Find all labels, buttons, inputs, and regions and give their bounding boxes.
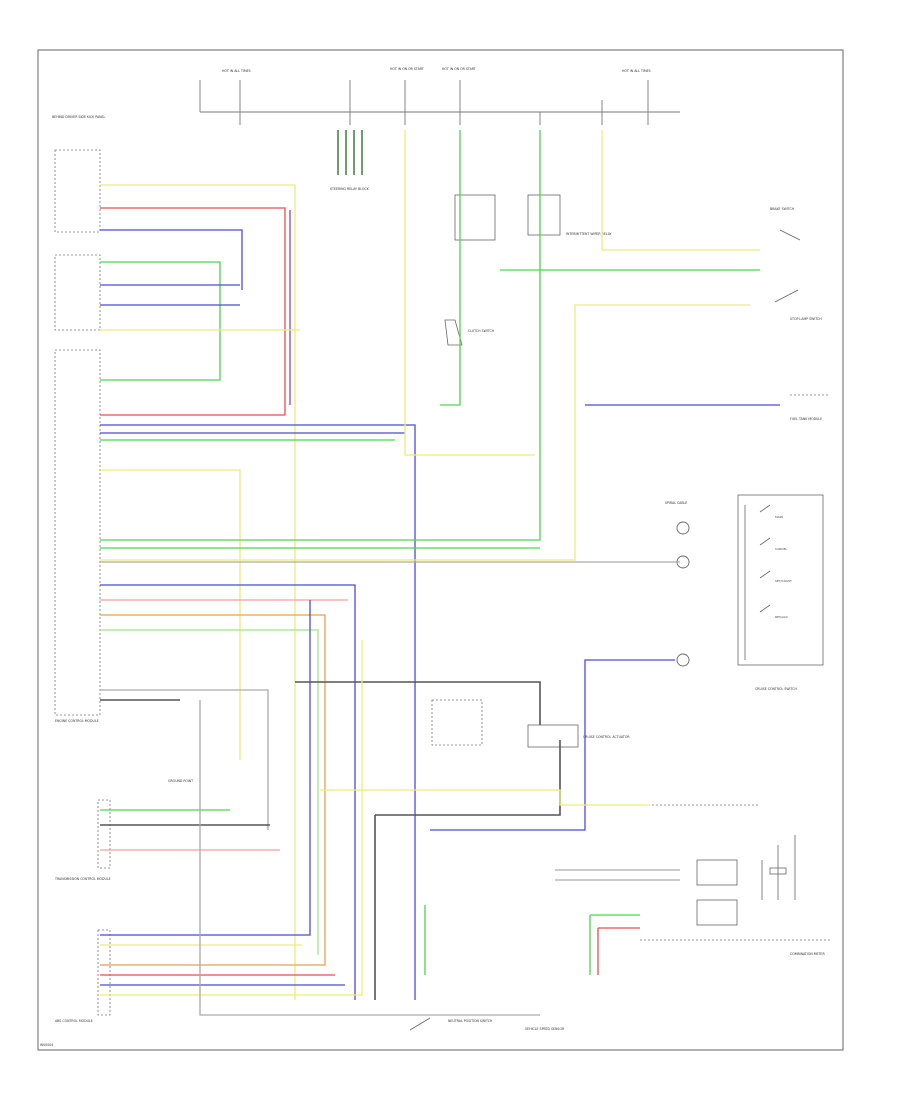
wire-light_green-20 [100,629,319,955]
label-tcm: TRANSMISSION CONTROL MODULE [54,877,111,881]
label-neutral-switch: NEUTRAL POSITION SWITCH [448,1019,493,1023]
wire-yellow-0 [100,184,296,1000]
label-driver-side-relay: BEHIND DRIVER SIDE KICK PANEL [52,115,106,119]
label-spiral-cable: SPIRAL CABLE [665,501,687,505]
label-hot-on-2: HOT IN ON OR START [442,67,476,71]
clutch-switch-symbol [444,319,463,346]
meter-gauge-symbols [761,835,796,900]
diagram-frame [37,49,844,1051]
wire-yellow-15 [100,304,750,561]
label-ecm: ENGINE CONTROL MODULE [55,719,99,723]
actuator-dash-box [431,699,483,746]
wire-orange-19 [100,614,326,966]
neutral-switch-contact [409,1017,431,1031]
footer-code: W00004 [40,1043,53,1047]
cruise-switch-contacts [744,504,771,660]
label-clutch-switch: CLUTCH SWITCH [468,329,495,333]
wire-yellow-11 [404,130,535,456]
intermittent-relay-box [527,194,561,236]
label-stop-lamp-switch: STOP LAMP SWITCH [790,317,822,321]
label-hot-all-times-right: HOT IN ALL TIMES [622,69,651,73]
wire-red-42 [597,927,640,975]
label-main: MAIN [775,515,783,519]
steering-relay-fuses [337,130,363,175]
relay-box-mid [54,254,101,331]
label-fuel-tank: FUEL TANK MODULE [790,417,822,421]
cruise-control-switch-box [737,494,824,666]
engine-control-module-box [54,349,101,716]
power-bus [199,80,680,125]
wire-green-4 [100,261,221,381]
wire-yellow-34 [601,130,760,251]
abs-control-box [97,929,111,1016]
label-hot-all-times-left: HOT IN ALL TIMES [222,69,251,73]
label-combination-meter: COMBINATION METER [790,952,825,956]
meter-box-1 [696,859,738,886]
label-cancel: CANCEL [775,547,787,551]
label-ground-point: GROUND POINT [168,779,193,783]
relay-box-top [54,149,101,233]
wire-blue-8 [100,424,416,1000]
wire-blue-17 [100,584,356,1000]
relay-center-box [454,194,496,241]
label-abs: ABS CONTROL MODULE [55,1019,93,1023]
wire-yellow-38 [320,789,650,806]
label-intermittent-relay: INTERMITTENT WIPER RELAY [566,232,612,236]
label-cruise-actuator: CRUISE CONTROL ACTUATOR [583,735,630,739]
wire-green-13 [100,130,541,541]
label-vss: VEHICLE SPEED SENSOR [525,1027,565,1031]
wire-blue-27 [100,600,311,936]
label-steering-relay: STEERING RELAY BLOCK [330,187,370,191]
wire-yellow-31 [100,640,363,996]
wire-red-1 [100,207,286,416]
label-hot-on-1: HOT IN ON OR START [390,67,424,71]
brake-switch-contact [779,229,801,241]
wire-black-21 [295,681,541,725]
wire-gray-23 [100,689,269,830]
label-cruise-switch: CRUISE CONTROL SWITCH [755,687,797,691]
cruise-actuator-box [527,724,579,748]
wire-blue-37 [430,659,675,831]
wire-blue-3 [100,229,243,290]
label-set-coast: SET/COAST [775,579,792,583]
meter-box-2 [696,899,738,926]
stop-lamp-switch-contact [774,289,799,303]
label-brake-switch: BRAKE SWITCH [770,207,795,211]
wire-harness [100,130,780,1016]
wire-black-36 [375,740,561,816]
wire-gray-46 [199,700,540,1016]
spiral-cable-connectors [676,521,690,667]
wire-green-32 [440,130,461,406]
wire-yellow-12 [100,469,241,760]
label-res-acc: RES/ACC [775,615,788,619]
transmission-control-box [97,799,111,869]
